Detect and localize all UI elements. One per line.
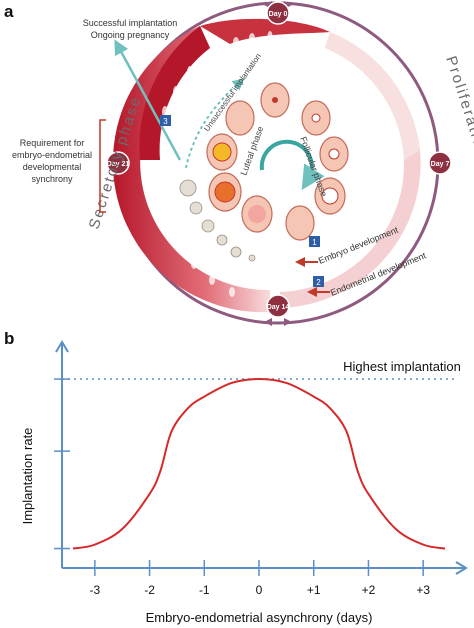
embryo-stages (179, 179, 256, 262)
follicle-nuclei (212, 97, 340, 223)
svg-text:embryo-endometrial: embryo-endometrial (12, 150, 92, 160)
day-21-marker: Day 21 (106, 151, 130, 175)
marker-1: 1 (309, 236, 320, 247)
svg-text:Day 7: Day 7 (431, 161, 450, 168)
synchrony-requirement-annotation: Requirement for embryo-endometrial devel… (12, 119, 106, 213)
day-7-marker: Day 7 (428, 151, 452, 175)
svg-text:Ongoing pregnancy: Ongoing pregnancy (91, 30, 170, 40)
svg-text:1: 1 (312, 238, 317, 247)
svg-text:developmental: developmental (23, 162, 82, 172)
y-axis-title: Implantation rate (20, 428, 35, 525)
svg-text:3: 3 (163, 117, 168, 126)
x-axis-arrow-icon (455, 561, 468, 575)
day-0-marker: Day 0 (266, 1, 290, 25)
svg-text:2: 2 (316, 278, 321, 287)
x-tick-label-0: -3 (89, 583, 100, 597)
x-tick-label-5: +2 (362, 583, 376, 597)
implantation-rate-curve (72, 378, 446, 550)
cycle-arrow-icon (259, 139, 325, 191)
proliferative-phase-label: Proliferative phase (442, 54, 474, 214)
svg-text:Day 21: Day 21 (107, 161, 130, 168)
endometrium-band (112, 18, 421, 313)
svg-text:Requirement for: Requirement for (20, 138, 85, 148)
svg-text:synchrony: synchrony (31, 174, 73, 184)
x-tick-label-4: +1 (307, 583, 321, 597)
x-axis-title: Embryo-endometrial asynchrony (days) (146, 610, 373, 625)
panel-a-diagram: a Day 0 Day 7 Day 14 Day 21 Secreto (4, 1, 474, 326)
x-tick-label-6: +3 (416, 583, 430, 597)
panel-b-letter: b (4, 330, 14, 348)
svg-text:Day 14: Day 14 (267, 304, 290, 311)
x-tick-label-1: -2 (144, 583, 155, 597)
svg-text:Successful implantation: Successful implantation (83, 18, 178, 28)
implantation-chart: b -3 -2 -1 0 +1 +2 +3 Highest implantationEmbry… (4, 330, 468, 625)
marker-3: 3 (160, 115, 171, 126)
ring-arrow-bottom-icon (264, 318, 292, 326)
x-tick-label-3: 0 (256, 583, 263, 597)
day-14-marker: Day 14 (266, 294, 290, 318)
x-tick-label-2: -1 (199, 583, 210, 597)
panel-a-letter: a (4, 2, 14, 21)
gland-texture (157, 31, 273, 297)
svg-text:Day 0: Day 0 (269, 11, 288, 18)
successful-implantation-annotation: Successful implantation Ongoing pregnanc… (83, 18, 182, 161)
marker-2: 2 (313, 276, 324, 287)
y-axis-arrow-icon (55, 340, 69, 353)
highest-implantation-label: Highest implantation (343, 359, 461, 374)
